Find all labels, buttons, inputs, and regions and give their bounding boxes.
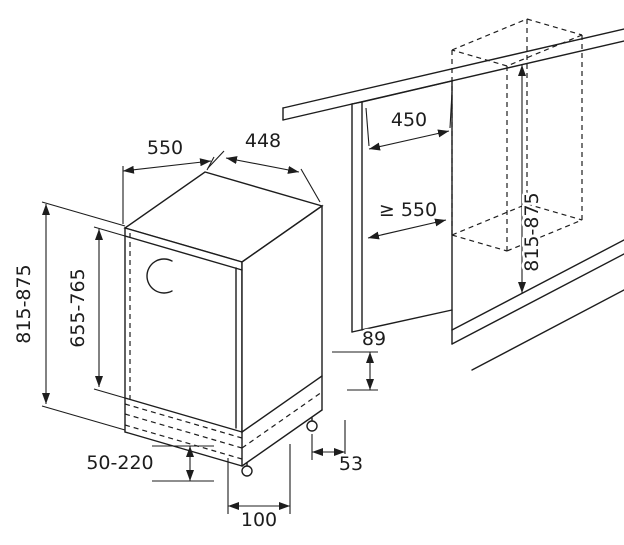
dimension-niche-depth: ≥ 550 xyxy=(367,197,447,240)
countertop xyxy=(282,28,624,121)
leveling-foot-front xyxy=(241,462,253,477)
dim-label-door-panel-height: 655-765 xyxy=(67,268,89,347)
dim-label-appliance-height: 815-875 xyxy=(13,264,35,343)
dimension-rear-detail-height: 89 xyxy=(332,326,389,391)
dim-label-niche-width: 450 xyxy=(391,109,427,131)
niche-plinth xyxy=(451,239,624,371)
dimension-niche-width: 450 xyxy=(365,91,453,151)
dim-label-front-foot-offset: 100 xyxy=(241,509,277,531)
dim-label-rear-foot-offset: 53 xyxy=(339,453,363,475)
dishwasher-base xyxy=(124,375,323,467)
dimension-appliance-height: 815-875 xyxy=(11,201,126,431)
dim-label-base-adjust-range: 50-220 xyxy=(86,452,153,474)
dim-label-appliance-depth: 550 xyxy=(147,137,183,159)
niche-side-wall xyxy=(351,80,453,333)
dimension-front-foot-offset: 100 xyxy=(227,444,291,534)
dim-label-niche-depth: ≥ 550 xyxy=(379,199,437,221)
dimension-rear-foot-offset: 53 xyxy=(311,420,366,478)
dim-label-rear-detail-height: 89 xyxy=(362,328,386,350)
dim-label-niche-height: 815-875 xyxy=(521,192,543,271)
dimension-niche-height: 815-875 xyxy=(518,65,546,293)
dishwasher-body xyxy=(123,171,324,434)
leveling-foot-rear xyxy=(306,417,318,432)
door-open-indicator-arc xyxy=(146,258,173,294)
dim-label-appliance-width: 448 xyxy=(245,130,281,152)
dimension-door-panel-height: 655-765 xyxy=(65,226,126,399)
dimension-base-adjust-range: 50-220 xyxy=(84,445,214,482)
dimension-appliance-depth: 550 xyxy=(122,135,215,224)
dishwasher-door-panel-dashed xyxy=(124,233,243,439)
dimension-appliance-width: 448 xyxy=(207,128,321,203)
